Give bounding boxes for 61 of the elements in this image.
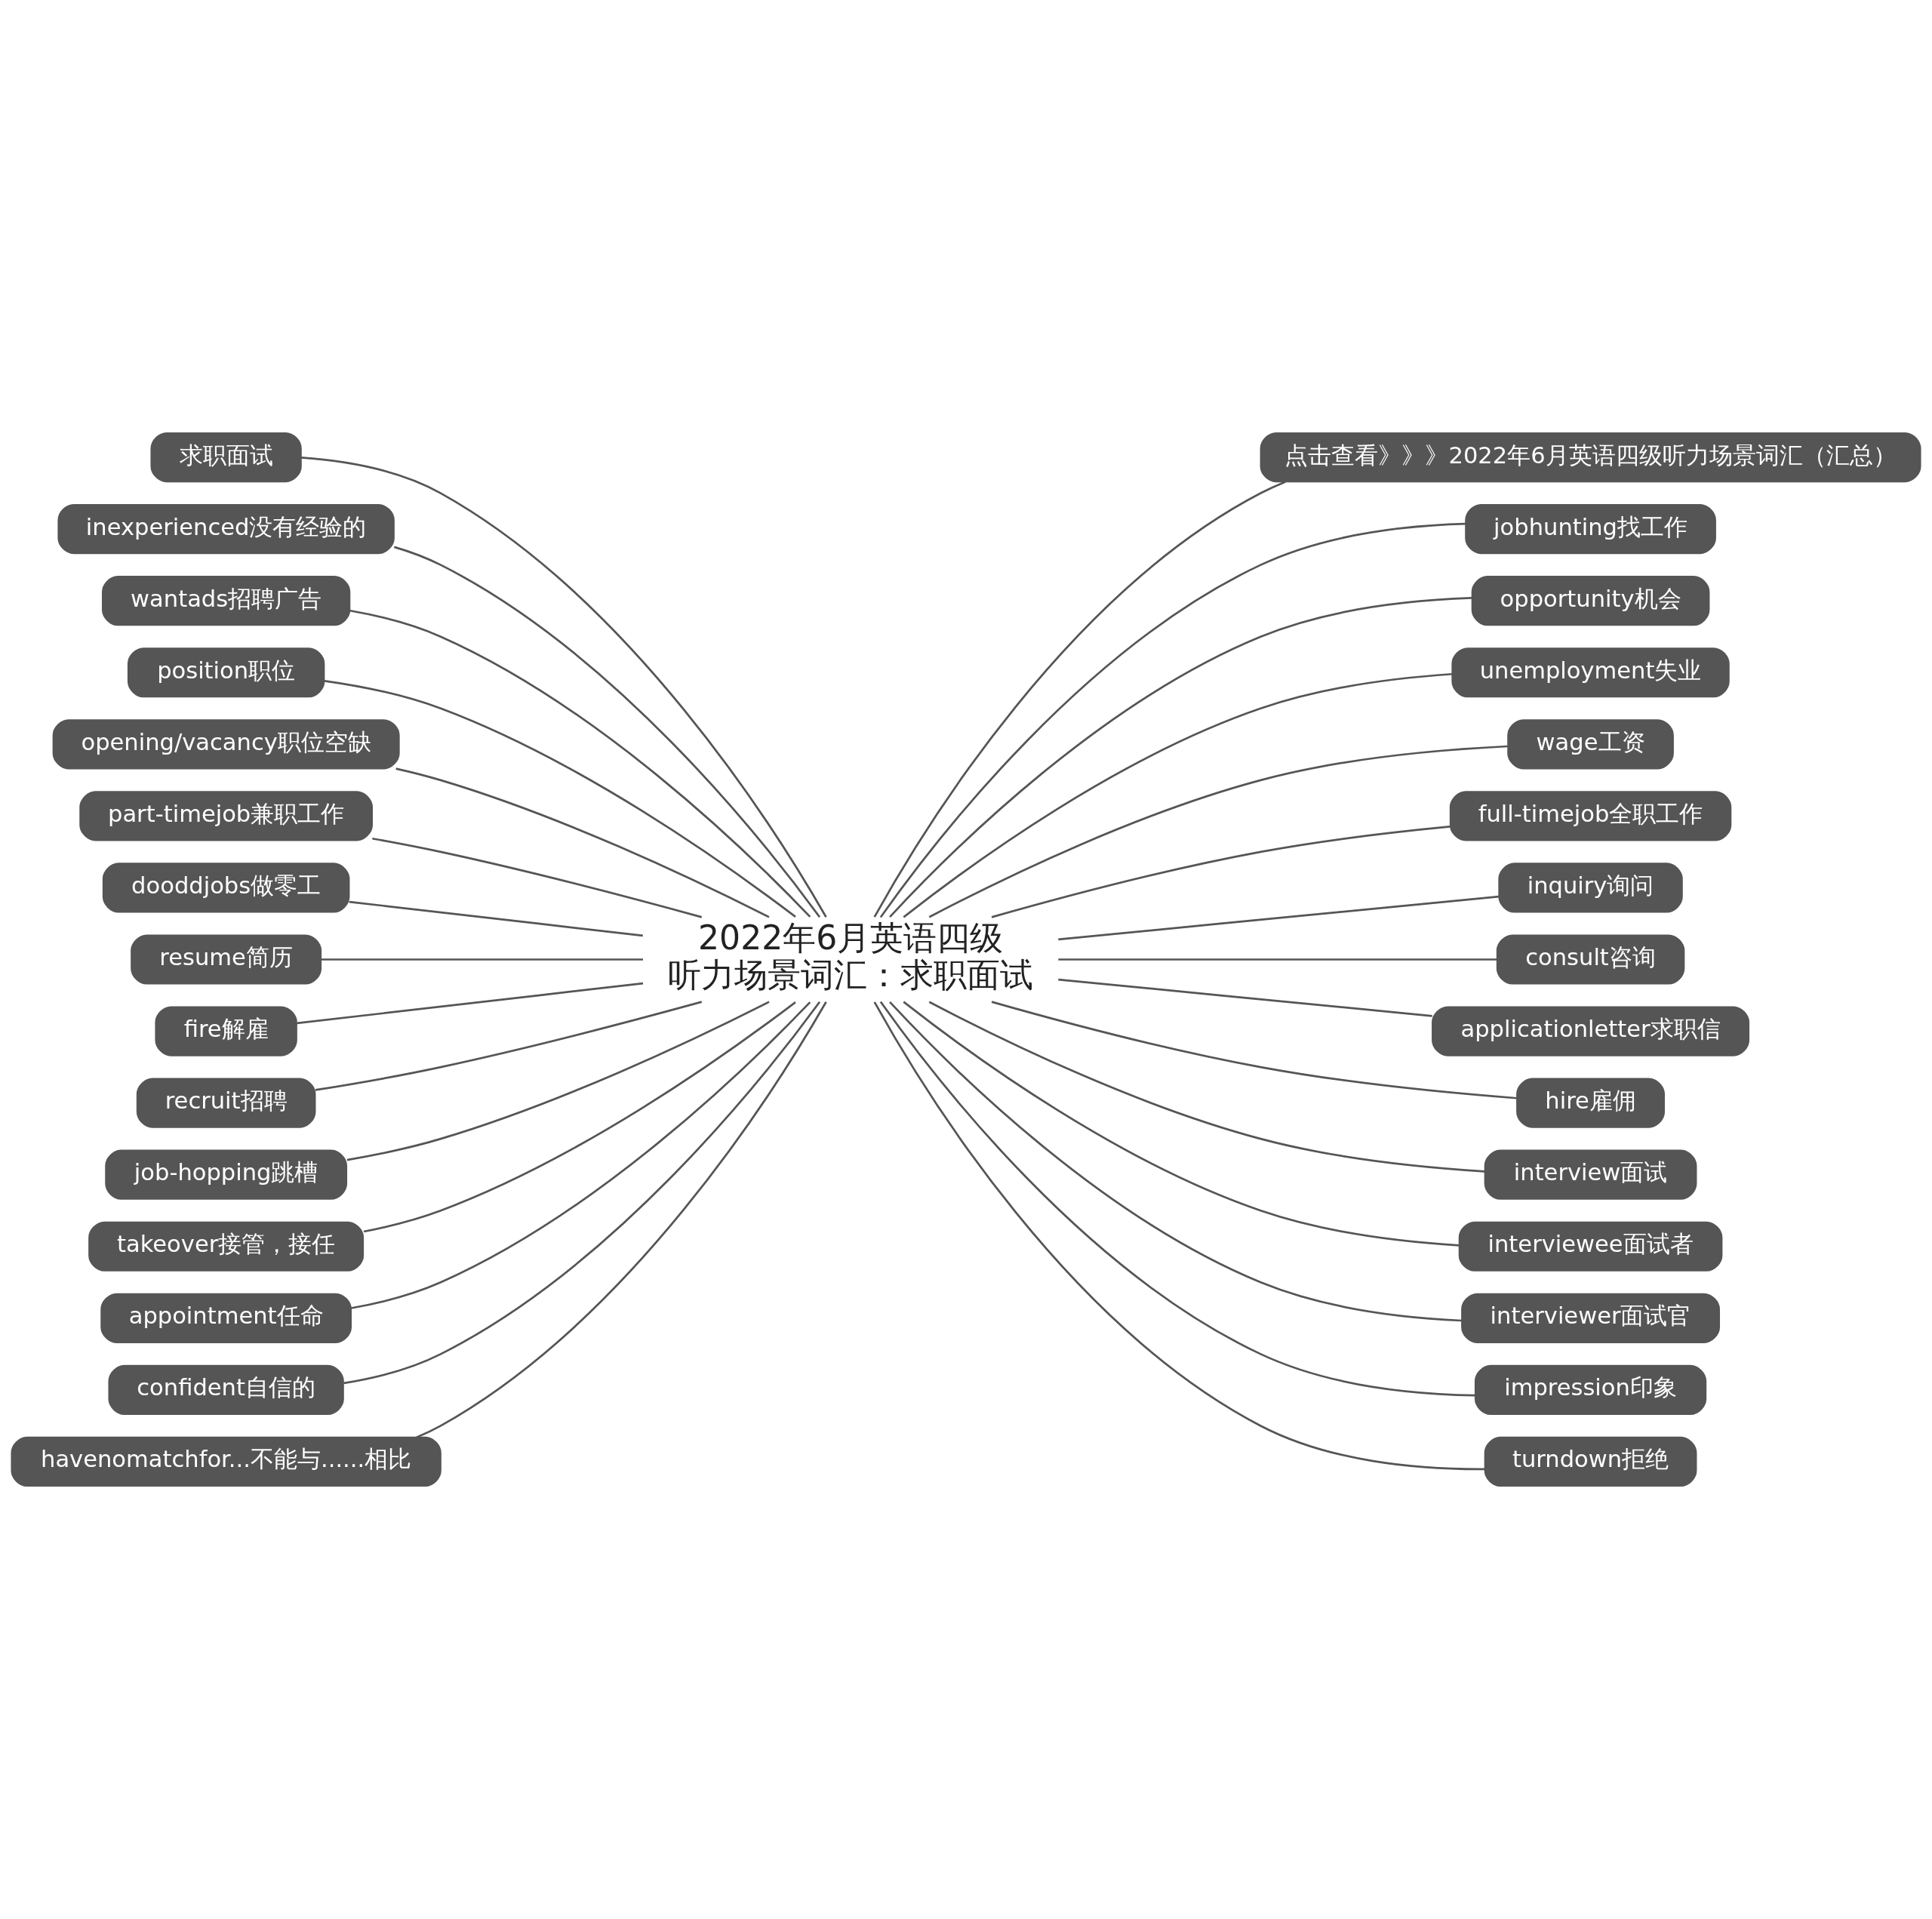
connector (903, 1001, 1460, 1247)
connector (879, 522, 1466, 918)
node-box: position职位 (127, 647, 325, 698)
node-box: dooddjobs做零工 (102, 863, 350, 913)
node-box: fire解雇 (155, 1006, 297, 1056)
node-box: wage工资 (1507, 719, 1674, 770)
node-box: havenomatchfor...不能与......相比 (11, 1436, 441, 1487)
node-box: job-hopping跳槽 (105, 1149, 348, 1200)
connector (343, 1001, 821, 1385)
connector (346, 1001, 770, 1161)
node-box: takeover接管，接任 (88, 1221, 365, 1272)
connector (1058, 978, 1432, 1017)
node-text: 2022年6月英语四级听力场景词汇：求职面试 (668, 918, 1034, 994)
connector (315, 1001, 703, 1091)
connector (321, 958, 643, 961)
node-box: 求职面试 (150, 432, 302, 483)
connector (873, 1001, 1485, 1471)
connector (1058, 895, 1500, 941)
connector (300, 457, 827, 918)
connector (297, 982, 644, 1025)
connector (928, 1001, 1485, 1173)
node-box: inexperienced没有经验的 (57, 504, 395, 555)
connector (889, 597, 1472, 918)
node-box: recruit招聘 (136, 1078, 316, 1128)
node-box: consult咨询 (1496, 934, 1685, 985)
node-box: hire雇佣 (1516, 1078, 1666, 1128)
node-box: unemployment失业 (1451, 647, 1730, 698)
node-box: resume简历 (131, 934, 322, 985)
connector (889, 1001, 1462, 1322)
node-box: part-timejob兼职工作 (79, 791, 374, 841)
connector (393, 546, 821, 918)
connector (873, 481, 1286, 918)
connector (395, 767, 770, 918)
connector (1058, 958, 1497, 961)
connector (351, 1001, 811, 1309)
node-box: inquiry询问 (1498, 863, 1683, 913)
connector (928, 745, 1508, 918)
node-box: opportunity机会 (1471, 576, 1710, 626)
node-box: confident自信的 (108, 1364, 344, 1415)
node-box: opening/vacancy职位空缺 (52, 719, 400, 770)
node-box: interviewee面试者 (1458, 1221, 1723, 1272)
node-box: interview面试 (1484, 1149, 1697, 1200)
connector (324, 679, 796, 918)
connector (349, 900, 643, 937)
connector (991, 826, 1451, 918)
node-box: full-timejob全职工作 (1449, 791, 1732, 841)
connector (903, 672, 1453, 918)
connector (363, 1001, 796, 1233)
node-box: interviewer面试官 (1461, 1293, 1721, 1343)
connector (349, 609, 811, 918)
node-box: 点击查看》》》2022年6月英语四级听力场景词汇（汇总） (1260, 432, 1921, 483)
node-box: appointment任命 (100, 1293, 352, 1343)
connector (879, 1001, 1475, 1397)
node-box: jobhunting找工作 (1465, 504, 1716, 555)
connector (991, 1001, 1517, 1099)
connector (372, 837, 703, 918)
node-box: turndown拒绝 (1484, 1436, 1697, 1487)
node-box: applicationletter求职信 (1432, 1006, 1750, 1056)
node-box: impression印象 (1474, 1364, 1707, 1415)
node-box: wantads招聘广告 (101, 576, 351, 626)
connector (416, 1001, 827, 1438)
